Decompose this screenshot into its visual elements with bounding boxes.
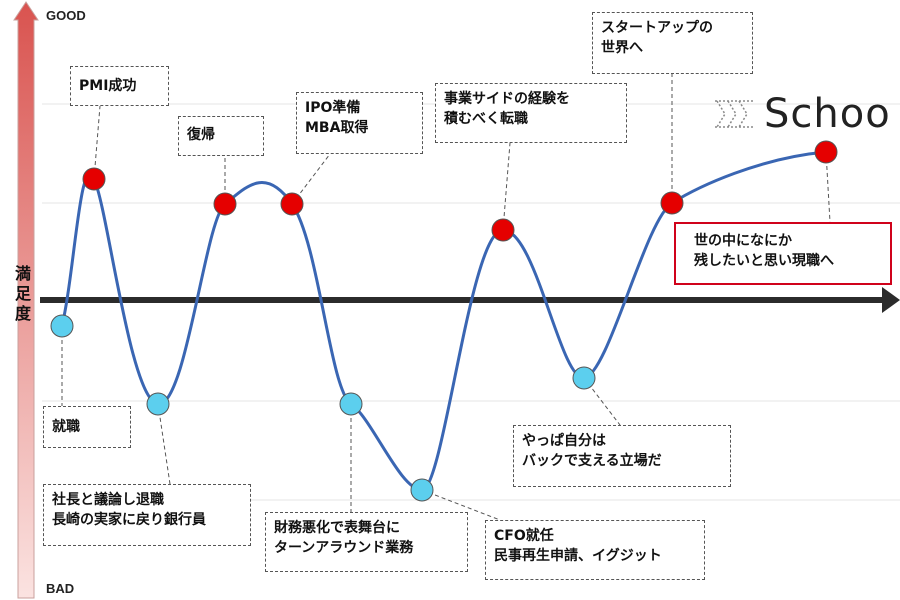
- note-fukki: 復帰: [178, 116, 264, 156]
- point-fukki: [213, 192, 237, 216]
- note-line: CFO就任: [494, 528, 554, 544]
- note-line: 就職: [52, 419, 80, 435]
- point-jigyo: [491, 218, 515, 242]
- axis-bottom-label: BAD: [46, 581, 74, 596]
- point-shushoku: [50, 314, 74, 338]
- note-startup: スタートアップの 世界へ: [592, 12, 753, 74]
- note-line: 世の中になにか: [694, 233, 792, 249]
- satisfaction-axis-arrow: [13, 1, 39, 599]
- note-line: 残したいと思い現職へ: [694, 253, 834, 269]
- curve-points: [50, 140, 838, 502]
- note-jigyo: 事業サイドの経験を 積むべく転職: [435, 83, 627, 143]
- point-pmi: [82, 167, 106, 191]
- y-axis-label: 満 足 度: [13, 264, 33, 324]
- note-line: IPO準備: [305, 100, 361, 116]
- note-line: スタートアップの: [601, 20, 713, 36]
- axis-top-label: GOOD: [46, 8, 86, 23]
- point-genshoku: [814, 140, 838, 164]
- note-ipo: IPO準備 MBA取得: [296, 92, 423, 154]
- note-shushoku: 就職: [43, 406, 131, 448]
- note-line: バックで支える立場だ: [522, 453, 662, 469]
- y-label-char: 度: [14, 304, 31, 323]
- schoo-logo-text: Schoo: [764, 91, 891, 137]
- note-line: 長崎の実家に戻り銀行員: [52, 512, 206, 528]
- point-startup: [660, 191, 684, 215]
- note-line: やっぱ自分は: [522, 433, 606, 449]
- note-line: 民事再生申請、イグジット: [494, 548, 662, 564]
- note-line: 復帰: [187, 127, 215, 143]
- note-line: 社長と議論し退職: [52, 492, 164, 508]
- note-yappa: やっぱ自分は バックで支える立場だ: [513, 425, 731, 487]
- point-yappa: [572, 366, 596, 390]
- point-shacho: [146, 392, 170, 416]
- note-shacho: 社長と議論し退職 長崎の実家に戻り銀行員: [43, 484, 251, 546]
- note-line: MBA取得: [305, 120, 369, 136]
- schoo-logo: Schoo: [714, 92, 891, 136]
- note-line: ターンアラウンド業務: [274, 540, 414, 556]
- note-line: 積むべく転職: [444, 111, 528, 127]
- y-label-char: 満: [14, 264, 31, 283]
- note-cfo: CFO就任 民事再生申請、イグジット: [485, 520, 705, 580]
- schoo-logo-icon: [715, 100, 754, 128]
- y-label-char: 足: [14, 284, 31, 303]
- time-axis-arrowhead: [882, 287, 900, 313]
- note-line: 財務悪化で表舞台に: [274, 520, 400, 536]
- note-pmi: PMI成功: [70, 66, 169, 106]
- point-ipo: [280, 192, 304, 216]
- point-zaimu: [339, 392, 363, 416]
- note-zaimu: 財務悪化で表舞台に ターンアラウンド業務: [265, 512, 468, 572]
- note-genshoku: 世の中になにか 残したいと思い現職へ: [674, 222, 892, 285]
- note-line: 事業サイドの経験を: [444, 91, 570, 107]
- point-cfo: [410, 478, 434, 502]
- note-line: 世界へ: [601, 40, 643, 56]
- note-line: PMI成功: [79, 78, 137, 94]
